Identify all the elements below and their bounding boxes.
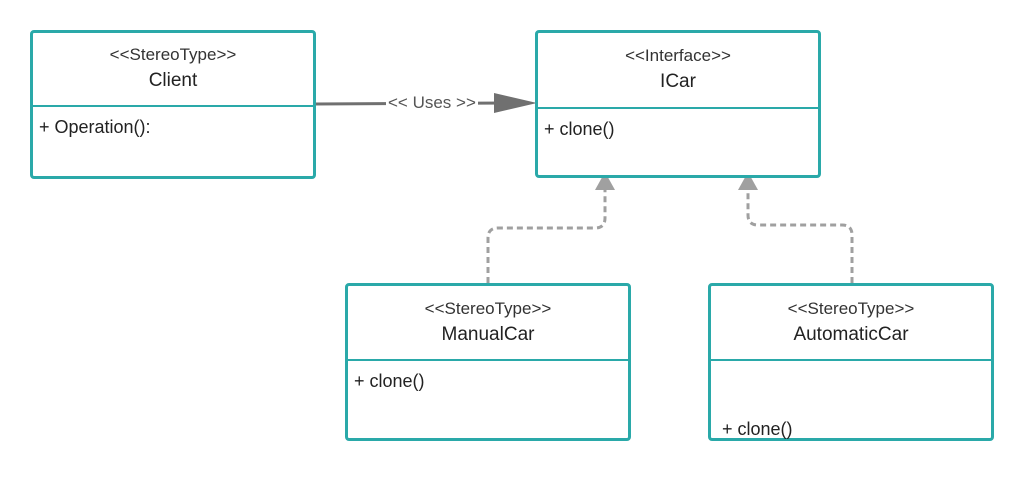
class-automaticcar-stereotype: <<StereoType>> xyxy=(787,298,915,318)
class-icar-members: + clone() xyxy=(538,109,818,141)
class-client-name: Client xyxy=(148,70,198,91)
class-icar-header: <<Interface>> ICar xyxy=(538,33,818,109)
class-manualcar[interactable]: <<StereoType>> ManualCar + clone() xyxy=(345,283,631,441)
class-client[interactable]: <<StereoType>> Client + Operation(): xyxy=(30,30,316,179)
class-automaticcar-header: <<StereoType>> AutomaticCar xyxy=(711,286,991,361)
automaticcar-realization-line xyxy=(746,188,854,283)
class-manualcar-members: + clone() xyxy=(348,361,628,393)
class-manualcar-header: <<StereoType>> ManualCar xyxy=(348,286,628,361)
class-icar[interactable]: <<Interface>> ICar + clone() xyxy=(535,30,821,178)
class-automaticcar-operation: + clone() xyxy=(717,419,793,439)
manualcar-realization-arrowhead xyxy=(595,172,615,190)
class-automaticcar-members: + clone() xyxy=(711,361,991,489)
class-automaticcar-name: AutomaticCar xyxy=(793,323,909,345)
class-icar-stereotype: <<Interface>> xyxy=(625,46,731,65)
class-client-members: + Operation(): xyxy=(33,107,313,139)
class-manualcar-stereotype: <<StereoType>> xyxy=(424,298,552,318)
class-automaticcar[interactable]: <<StereoType>> AutomaticCar + clone() xyxy=(708,283,994,441)
class-icar-name: ICar xyxy=(660,71,696,92)
class-client-header: <<StereoType>> Client xyxy=(33,33,313,107)
automaticcar-realization-arrowhead xyxy=(738,172,758,190)
class-manualcar-name: ManualCar xyxy=(441,323,535,345)
uses-arrowhead xyxy=(494,93,537,113)
class-client-stereotype: <<StereoType>> xyxy=(109,45,237,64)
class-manualcar-operation: + clone() xyxy=(354,371,425,391)
manualcar-realization-line xyxy=(486,188,607,283)
class-icar-operation: + clone() xyxy=(544,119,615,139)
uses-label: << Uses >> xyxy=(386,93,478,113)
class-client-operation: + Operation(): xyxy=(39,117,151,137)
